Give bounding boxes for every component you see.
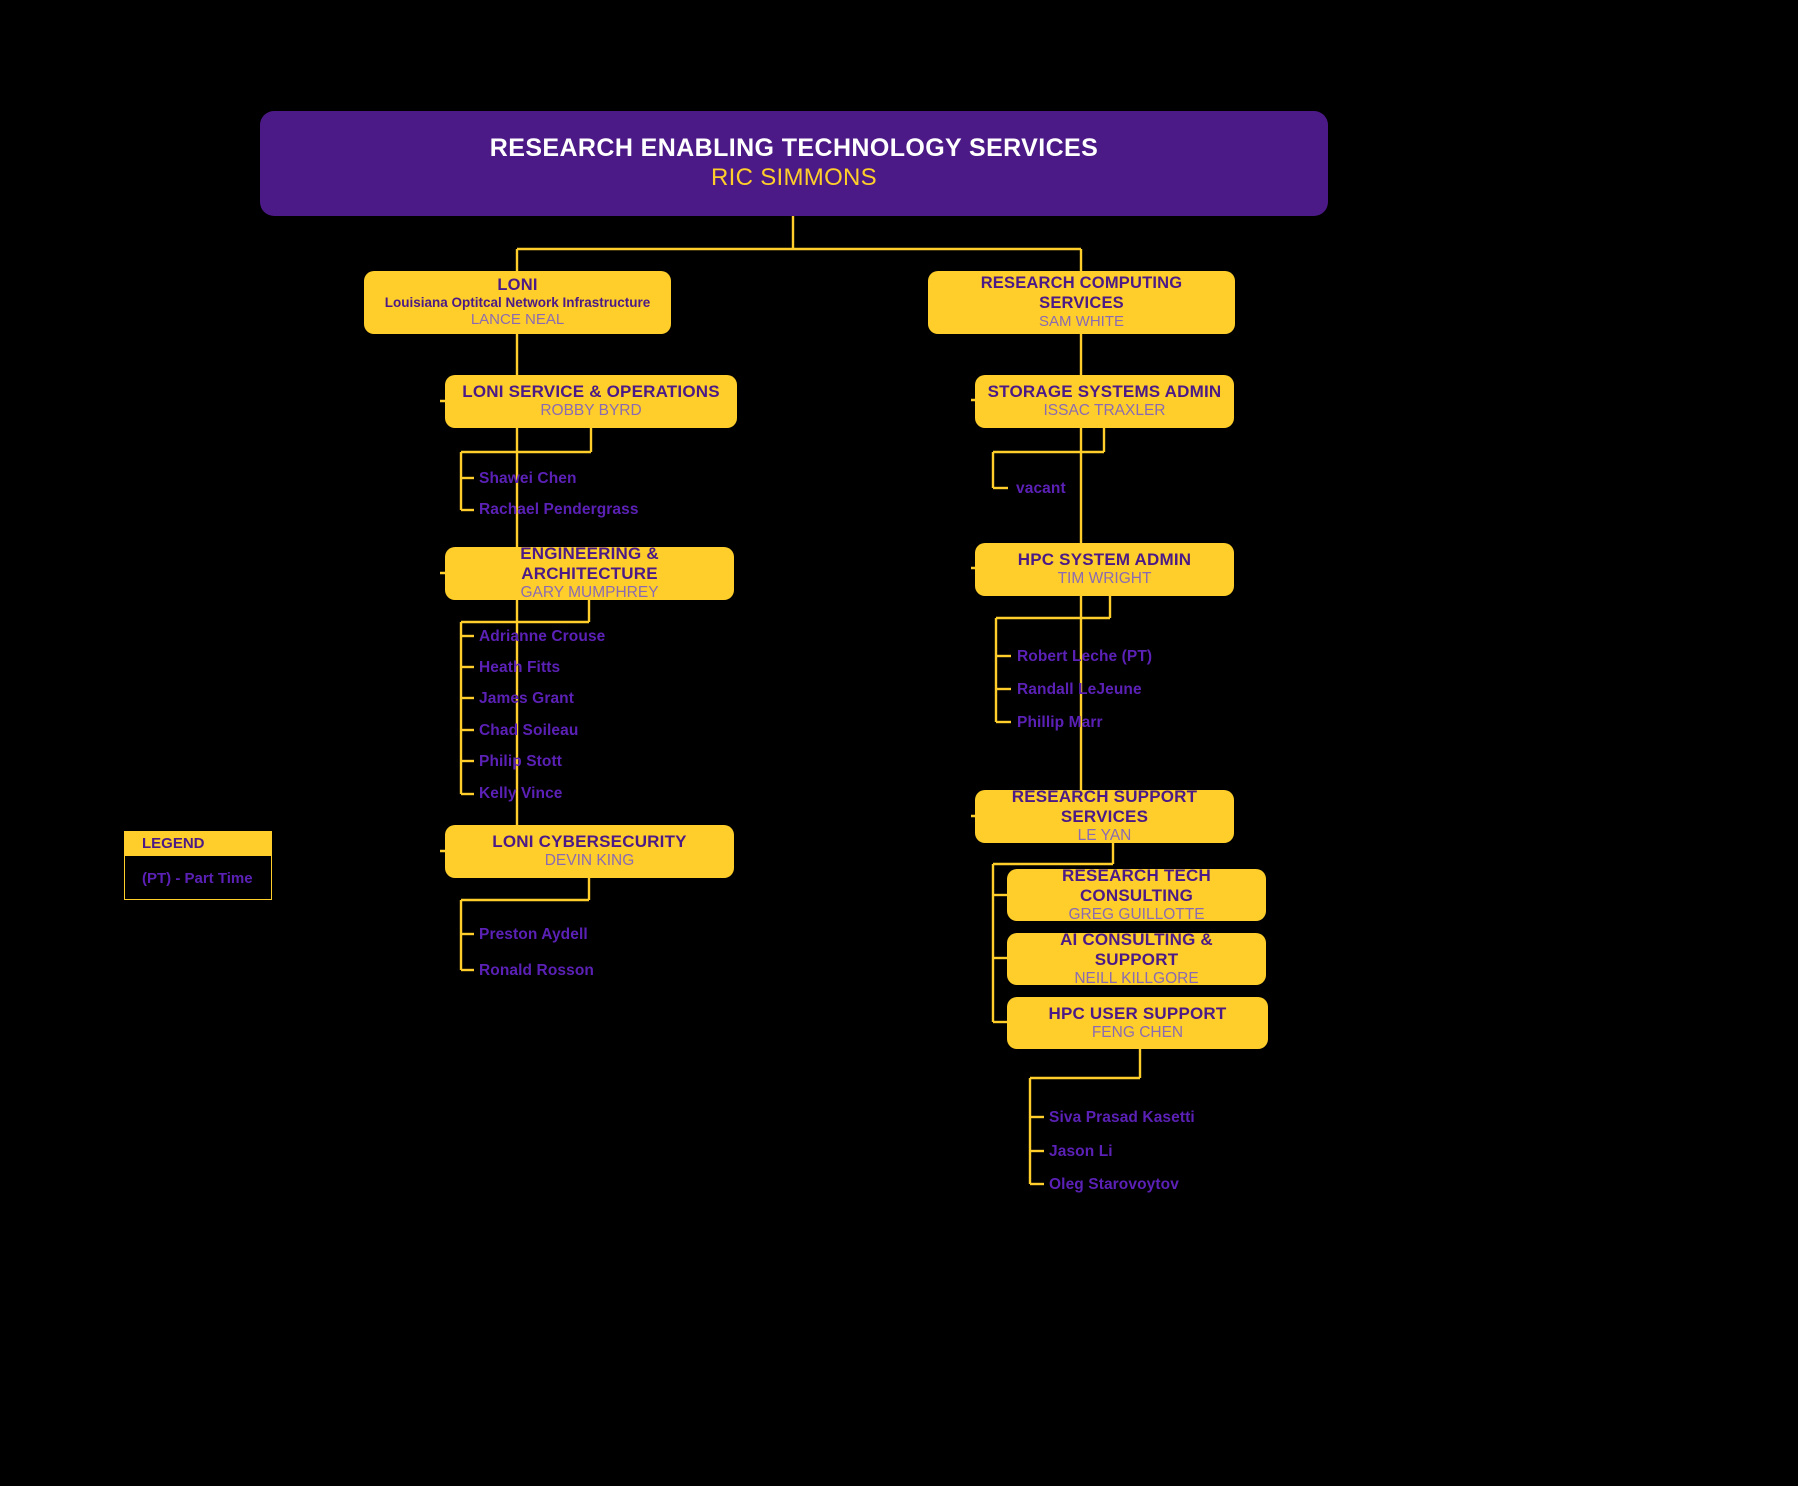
node-research-tech-consulting[interactable]: RESEARCH TECH CONSULTING GREG GUILLOTTE — [1007, 865, 1266, 923]
node-title: HPC SYSTEM ADMIN — [1017, 550, 1192, 570]
node-title: RESEARCH SUPPORT SERVICES — [1011, 787, 1198, 827]
node-title: STORAGE SYSTEMS ADMIN — [987, 382, 1222, 402]
node-ai-consulting-and-support[interactable]: AI CONSULTING & SUPPORT NEILL KILLGORE — [1007, 929, 1266, 987]
node-title: ENGINEERING & ARCHITECTURE — [520, 544, 659, 584]
node-title: LONI SERVICE & OPERATIONS — [462, 382, 720, 402]
node-research-computing-services[interactable]: RESEARCH COMPUTING SERVICES SAM WHITE — [928, 271, 1235, 334]
node-research-enabling-technology-services[interactable]: RESEARCH ENABLING TECHNOLOGY SERVICES RI… — [260, 111, 1328, 216]
node-engineering-and-architecture[interactable]: ENGINEERING & ARCHITECTURE GARY MUMPHREY — [445, 544, 734, 602]
staff-name: Shawei Chen — [479, 470, 577, 487]
node-title: AI CONSULTING & SUPPORT — [1060, 929, 1213, 969]
node-person: GREG GUILLOTTE — [1068, 905, 1205, 923]
staff-name: Randall LeJeune — [1017, 681, 1142, 698]
node-title: RESEARCH TECH CONSULTING — [1061, 865, 1211, 905]
node-person: SAM WHITE — [1039, 312, 1124, 330]
staff-name: Philip Stott — [479, 753, 562, 770]
node-person: FENG CHEN — [1091, 1023, 1184, 1041]
staff-name: Preston Aydell — [479, 926, 588, 943]
staff-name: Rachael Pendergrass — [479, 501, 639, 518]
node-title: HPC USER SUPPORT — [1048, 1003, 1227, 1023]
staff-name: Phillip Marr — [1017, 714, 1103, 731]
staff-name: Ronald Rosson — [479, 962, 594, 979]
node-hpc-system-admin[interactable]: HPC SYSTEM ADMIN TIM WRIGHT — [975, 543, 1234, 596]
staff-name: Jason Li — [1049, 1143, 1113, 1160]
node-person: ROBBY BYRD — [540, 402, 642, 420]
staff-name: Siva Prasad Kasetti — [1049, 1109, 1195, 1126]
staff-name: vacant — [1016, 480, 1066, 497]
node-person: DEVIN KING — [544, 852, 635, 870]
node-loni-cybersecurity[interactable]: LONI CYBERSECURITY DEVIN KING — [445, 825, 734, 878]
staff-name: Chad Soileau — [479, 722, 579, 739]
node-research-support-services[interactable]: RESEARCH SUPPORT SERVICES LE YAN — [975, 787, 1234, 845]
staff-name: Heath Fitts — [479, 659, 561, 676]
legend-title: LEGEND — [124, 831, 272, 856]
node-person: LANCE NEAL — [470, 311, 565, 329]
node-person: RIC SIMMONS — [711, 163, 877, 191]
staff-name: James Grant — [479, 690, 575, 707]
node-hpc-user-support[interactable]: HPC USER SUPPORT FENG CHEN — [1007, 997, 1268, 1049]
node-subtitle: Louisiana Optitcal Network Infrastructur… — [384, 295, 651, 311]
legend-item: (PT) - Part Time — [142, 870, 253, 887]
node-title: LONI — [497, 275, 538, 294]
node-storage-systems-admin[interactable]: STORAGE SYSTEMS ADMIN ISSAC TRAXLER — [975, 375, 1234, 428]
node-person: NEILL KILLGORE — [1074, 969, 1199, 987]
node-person: LE YAN — [1077, 827, 1132, 845]
node-title: RESEARCH ENABLING TECHNOLOGY SERVICES — [489, 134, 1099, 163]
staff-name: Robert Leche (PT) — [1017, 648, 1153, 665]
staff-name: Adrianne Crouse — [479, 628, 606, 645]
node-person: TIM WRIGHT — [1057, 570, 1152, 588]
node-person: GARY MUMPHREY — [520, 584, 659, 602]
node-loni[interactable]: LONI Louisiana Optitcal Network Infrastr… — [364, 271, 671, 334]
staff-name: Oleg Starovoytov — [1049, 1176, 1179, 1193]
node-person: ISSAC TRAXLER — [1043, 402, 1166, 420]
staff-name: Kelly Vince — [479, 785, 563, 802]
node-title: LONI CYBERSECURITY — [492, 832, 687, 852]
node-title: RESEARCH COMPUTING SERVICES — [980, 274, 1183, 312]
node-loni-service-and-operations[interactable]: LONI SERVICE & OPERATIONS ROBBY BYRD — [445, 375, 737, 428]
